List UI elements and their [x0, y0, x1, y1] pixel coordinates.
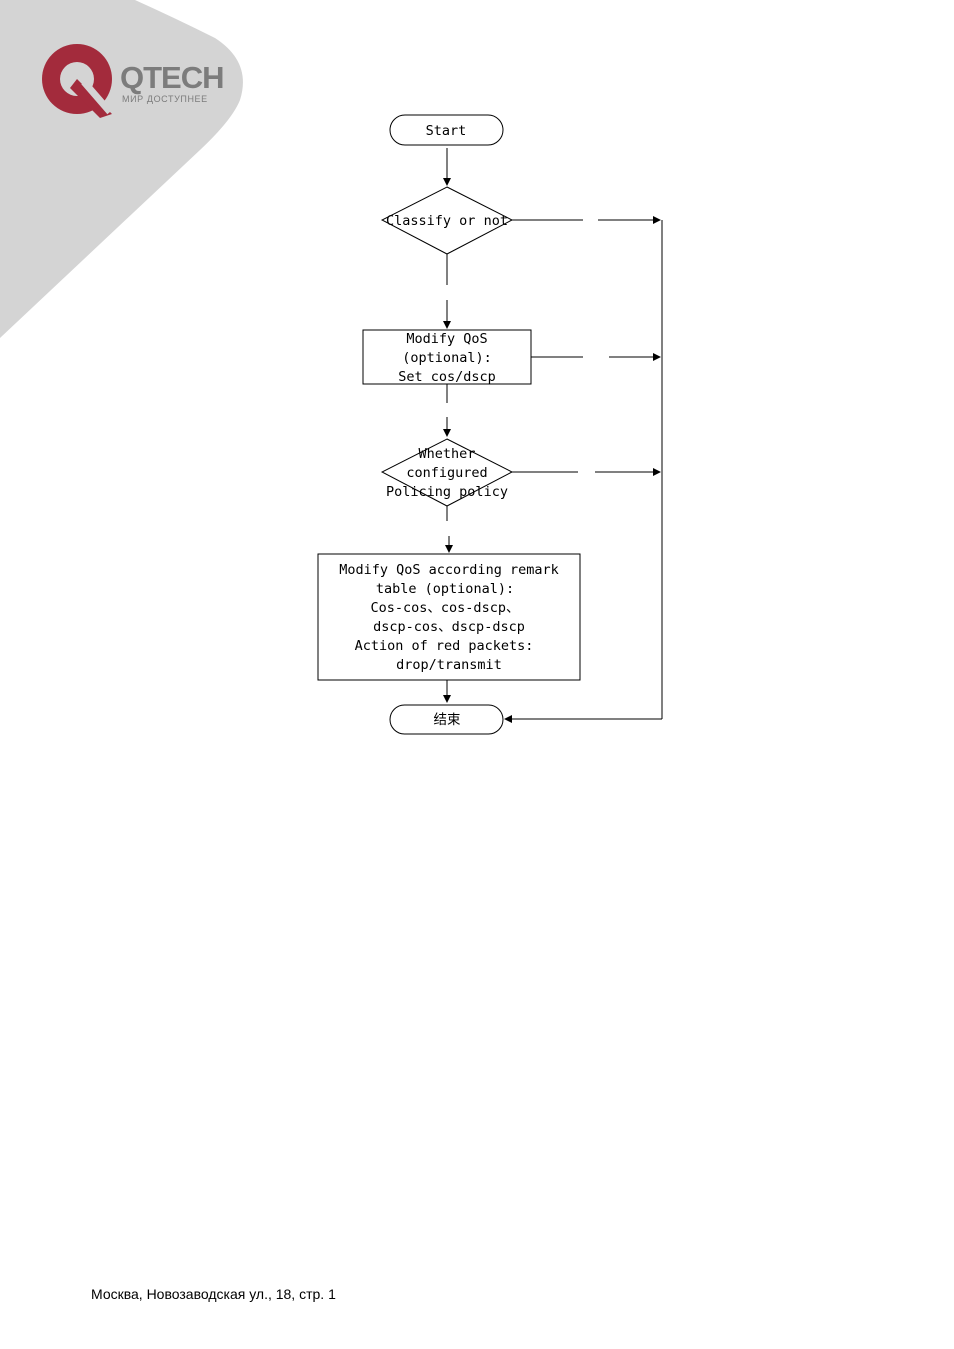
policing-line-2: configured	[406, 465, 487, 481]
remark-line-4: dscp-cos、dscp-dscp	[373, 619, 525, 635]
remark-line-2: table (optional):	[376, 581, 514, 597]
logo-q-mark	[42, 44, 113, 118]
policing-line-1: Whether	[419, 446, 476, 462]
footer-address: Москва, Новозаводская ул., 18, стр. 1	[91, 1286, 336, 1302]
remark-line-5: Action of red packets:	[355, 638, 534, 654]
remark-line-6: drop/transmit	[396, 657, 502, 673]
end-terminator	[389, 704, 504, 735]
start-terminator	[389, 114, 504, 146]
qtech-logo: QTECH МИР ДОСТУПНЕЕ	[40, 42, 230, 122]
modify-qos-line-3: Set cos/dscp	[398, 369, 496, 385]
qos-flowchart: Start Classify or not Modify QoS (option…	[317, 114, 663, 735]
remark-line-3: Cos-cos、cos-dscp、	[371, 600, 520, 616]
remark-box	[317, 553, 581, 681]
brand-tagline: МИР ДОСТУПНЕЕ	[122, 94, 208, 104]
policing-line-3: Policing policy	[386, 484, 508, 500]
remark-line-1: Modify QoS according remark	[339, 562, 558, 578]
classify-label: Classify or not	[386, 213, 508, 229]
start-label: Start	[426, 123, 467, 139]
modify-qos-line-2: (optional):	[402, 350, 491, 366]
modify-qos-line-1: Modify QoS	[406, 331, 487, 347]
end-label: 结束	[434, 712, 461, 728]
brand-name: QTECH	[120, 60, 224, 95]
modify-qos-box	[362, 329, 532, 385]
